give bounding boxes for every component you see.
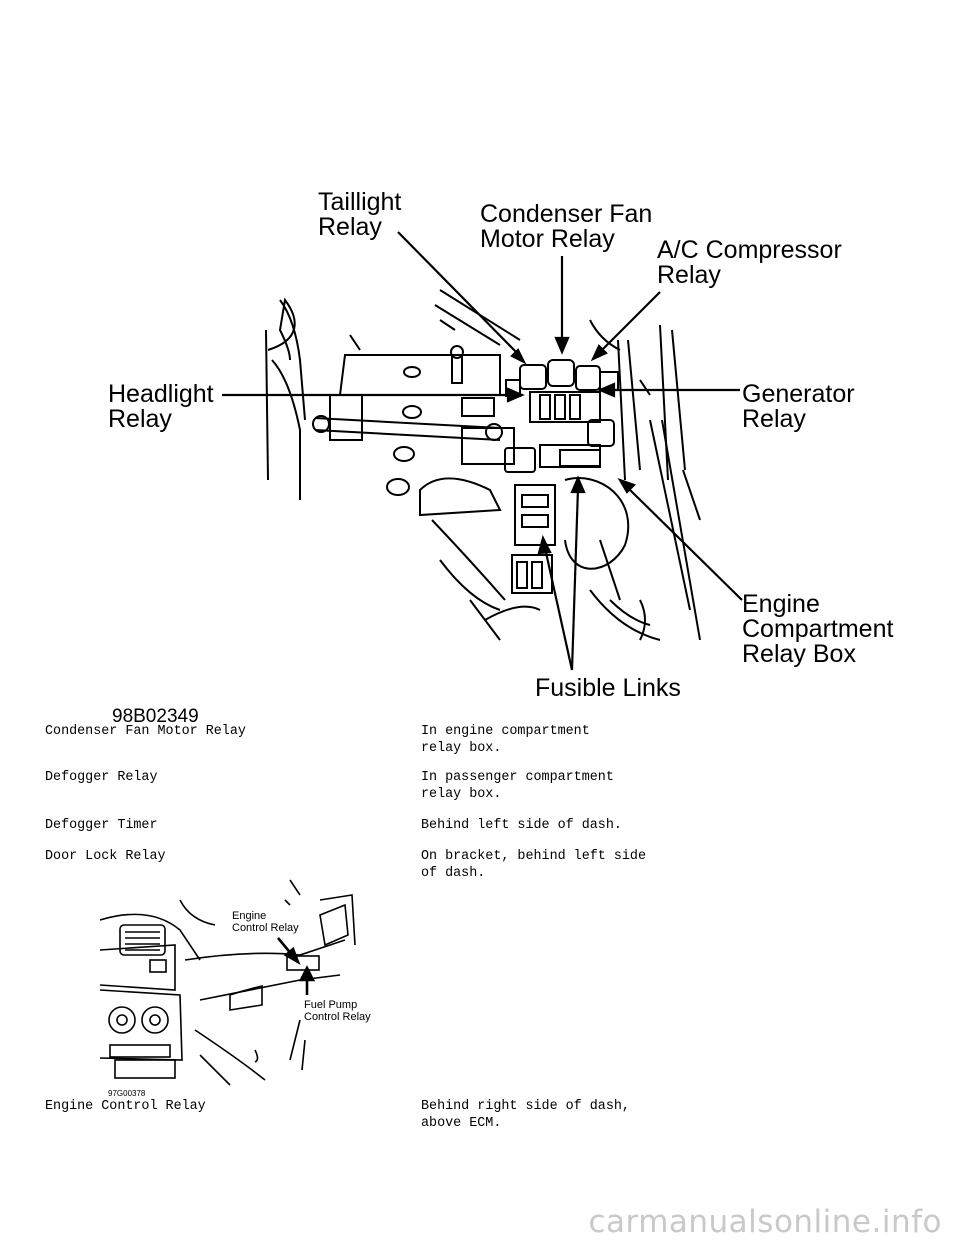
condenser-fan-relay-label: Condenser Fan Motor Relay <box>480 200 653 253</box>
entry-location-defogger-timer: Behind left side of dash. <box>421 818 622 833</box>
entry-location-engine-control-relay: Behind right side of dash, above ECM. <box>421 1099 630 1131</box>
engine-compartment-relay-box-label: Engine Compartment Relay Box <box>742 590 894 668</box>
generator-relay-label: Generator Relay <box>742 380 855 433</box>
engine-control-relay-label: Engine Control Relay <box>232 910 299 934</box>
headlight-relay-label: Headlight Relay <box>108 380 214 433</box>
watermark: carmanualsonline.info <box>588 1204 942 1240</box>
entry-name-engine-control-relay: Engine Control Relay <box>45 1099 206 1114</box>
entry-name-defogger-timer: Defogger Timer <box>45 818 158 833</box>
fusible-links-label: Fusible Links <box>535 674 681 702</box>
entry-location-defogger-relay: In passenger compartment relay box. <box>421 770 614 802</box>
fuel-pump-control-relay-label: Fuel Pump Control Relay <box>304 999 371 1023</box>
ac-compressor-relay-label: A/C Compressor Relay <box>657 236 842 289</box>
entry-location-condenser-fan: In engine compartment relay box. <box>421 724 590 756</box>
engine-compartment-figure <box>222 231 743 671</box>
entry-location-door-lock-relay: On bracket, behind left side of dash. <box>421 849 646 881</box>
taillight-relay-label: Taillight Relay <box>318 188 402 241</box>
entry-name-defogger-relay: Defogger Relay <box>45 770 158 785</box>
entry-name-condenser-fan: Condenser Fan Motor Relay <box>45 724 246 739</box>
entry-name-door-lock-relay: Door Lock Relay <box>45 849 166 864</box>
figure2-code: 97G00378 <box>108 1089 146 1098</box>
figure1-code: 98B02349 <box>112 706 199 727</box>
